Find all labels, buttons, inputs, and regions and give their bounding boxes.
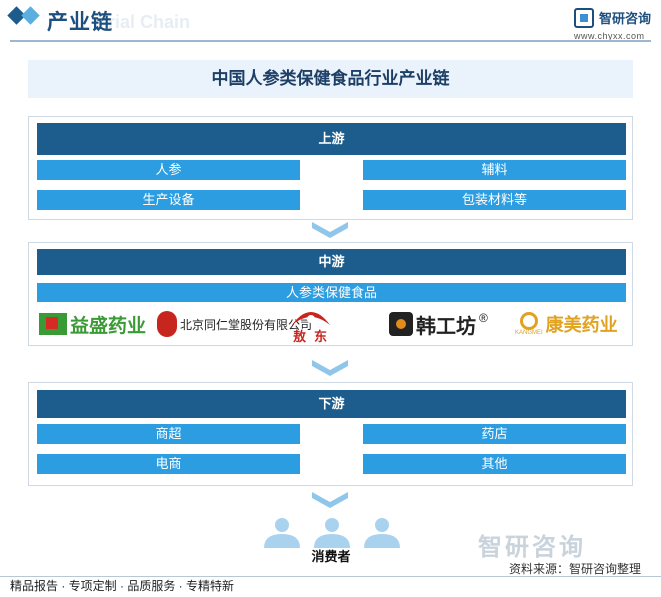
brand-url: www.chyxx.com bbox=[574, 31, 645, 41]
diamond-icon bbox=[21, 6, 40, 25]
downstream-item: 药店 bbox=[363, 424, 626, 444]
yisheng-logo-icon bbox=[39, 313, 67, 335]
upstream-header: 上游 bbox=[37, 123, 626, 155]
down-arrow-icon bbox=[312, 360, 348, 376]
top-header: rial Chain 产业链 智研咨询 www.chyxx.com bbox=[0, 0, 661, 44]
brand-name: 智研咨询 bbox=[599, 11, 652, 26]
header-divider bbox=[10, 40, 651, 42]
upstream-item: 人参 bbox=[37, 160, 300, 180]
consumers-icon bbox=[264, 518, 400, 548]
watermark: 智研咨询 bbox=[478, 534, 586, 561]
company-sub: KANGMEI bbox=[515, 330, 543, 336]
midstream-category: 人参类保健食品 bbox=[37, 283, 626, 302]
company-name: 益盛药业 bbox=[70, 315, 147, 337]
upstream-item: 生产设备 bbox=[37, 190, 300, 210]
upstream-item: 包装材料等 bbox=[363, 190, 626, 210]
downstream-item: 其他 bbox=[363, 454, 626, 474]
midstream-header: 中游 bbox=[37, 249, 626, 275]
footer-divider bbox=[0, 576, 661, 577]
hangongfang-logo-icon bbox=[389, 312, 413, 336]
company-logo: 敖东 bbox=[293, 325, 335, 345]
company-logo: 益盛药业 bbox=[39, 307, 146, 341]
company-name: 北京同仁堂股份有限公司 bbox=[180, 317, 313, 332]
page-title: 产业链 bbox=[47, 11, 113, 34]
upstream-item: 辅料 bbox=[363, 160, 626, 180]
company-logo: KANGMEI 康美药业 bbox=[515, 307, 618, 341]
downstream-item: 电商 bbox=[37, 454, 300, 474]
footer-slogan: 精品报告 · 专项定制 · 品质服务 · 专精特新 bbox=[10, 579, 234, 593]
downstream-item: 商超 bbox=[37, 424, 300, 444]
source-note: 资料来源：智研咨询整理 bbox=[509, 562, 642, 576]
registered-mark: ® bbox=[479, 311, 488, 325]
company-name: 康美药业 bbox=[545, 315, 618, 335]
title-watermark: rial Chain bbox=[108, 12, 191, 32]
down-arrow-icon bbox=[312, 222, 348, 238]
downstream-panel: 下游 商超 药店 电商 其他 bbox=[28, 382, 633, 486]
company-logo: 北京同仁堂股份有限公司 bbox=[157, 307, 312, 341]
tongrentang-logo-icon bbox=[157, 311, 177, 337]
company-logo: 韩工坊 ® bbox=[389, 307, 488, 341]
diagram-title: 中国人参类保健食品行业产业链 bbox=[28, 60, 633, 98]
upstream-panel: 上游 人参 辅料 生产设备 包装材料等 bbox=[28, 116, 633, 220]
kangmei-logo-icon bbox=[519, 312, 538, 330]
aodong-logo-icon bbox=[292, 312, 330, 325]
down-arrow-icon bbox=[312, 492, 348, 508]
company-name: 韩工坊 bbox=[416, 315, 476, 338]
brand-logo-icon bbox=[574, 8, 594, 28]
midstream-panel: 中游 人参类保健食品 益盛药业 北京同仁堂股份有限公司 敖东 韩工坊 ® KAN… bbox=[28, 242, 633, 346]
company-name: 敖东 bbox=[293, 328, 336, 344]
consumers-label: 消费者 bbox=[311, 549, 351, 564]
downstream-header: 下游 bbox=[37, 390, 626, 418]
